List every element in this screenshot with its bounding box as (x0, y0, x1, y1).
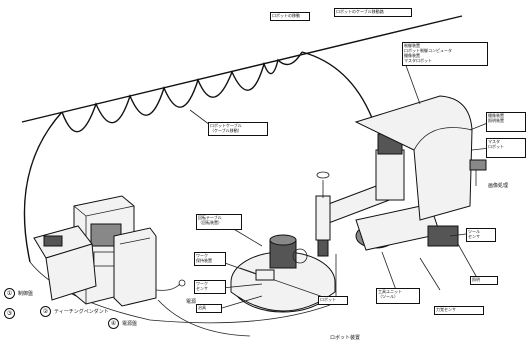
label-right-c: 画像処理 (488, 183, 509, 189)
work-block-top (269, 234, 297, 246)
label-tool-sensor: ツール センサ (466, 228, 496, 242)
label-force-sensor: 力覚センサ (434, 306, 484, 315)
leader-main (403, 59, 421, 105)
cable-to-controller (23, 111, 63, 263)
marker-4-caption: 電源盤 (122, 321, 138, 327)
robot-tool (317, 239, 329, 257)
pendant (43, 235, 63, 247)
label-right-b: マスタ ロボット (486, 138, 526, 158)
side-camera (469, 159, 487, 171)
label-top-left: ロボットの移動 (270, 12, 310, 21)
label-light: 照明 (470, 276, 498, 285)
jig-block (255, 269, 275, 281)
turntable-side (230, 282, 336, 312)
leader-work (221, 261, 257, 275)
leader-force (419, 257, 441, 291)
marker-3: ③ (4, 308, 15, 319)
leader-toolsensor (449, 233, 467, 237)
leader-light (457, 243, 477, 277)
leader-sensor (221, 283, 263, 289)
marker-2-caption: ティーチングペンダント (54, 309, 109, 315)
tool-head-circle (292, 248, 308, 264)
marker-2: ② (40, 306, 51, 317)
main-unit-curve (413, 127, 473, 151)
marker-1-caption: 制御盤 (18, 291, 34, 297)
label-top-right: ロボットのケーブル移動路 (334, 8, 412, 17)
robot-column (375, 149, 405, 201)
leader-jig (221, 295, 263, 309)
cable-rail-line (21, 15, 463, 123)
marker-4: ④ (108, 318, 119, 329)
connector-bottom2 (157, 299, 251, 337)
cable-to-robot (301, 51, 373, 119)
power-cord (155, 283, 181, 291)
footer-caption: ロボット装置 (330, 335, 361, 341)
label-work-sensor: ワーク センサ (194, 280, 226, 294)
desk-front (45, 243, 97, 301)
power-panel (113, 227, 157, 307)
cable-loops (61, 51, 303, 133)
rotation-arrow (316, 171, 330, 179)
robot-wrist (315, 195, 331, 241)
label-robot-arm: ロボット (318, 296, 348, 305)
label-right-a: 撮像装置 照明装置 (486, 112, 526, 132)
label-tool-unit: 工具ユニット （ツール） (376, 288, 420, 304)
label-work-holder: ワーク 保持装置 (194, 252, 226, 266)
label-jig: 治具 (196, 304, 222, 313)
main-unit (354, 95, 473, 221)
label-main-unit: 制御装置 ロボット制御コンピュータ 撮像装置 マスタロボット (402, 42, 488, 66)
base-unit (427, 225, 459, 247)
leader-tool (381, 251, 397, 291)
label-turntable: 回転テーブル （回転装置） (196, 214, 242, 230)
marker-3-caption: 電源 (186, 299, 197, 305)
power-panel-line (119, 237, 151, 245)
marker-1: ① (4, 288, 15, 299)
power-plug (178, 279, 186, 287)
leader-table (231, 227, 263, 247)
label-cable: ロボットケーブル （ケーブル移動） (208, 122, 268, 136)
